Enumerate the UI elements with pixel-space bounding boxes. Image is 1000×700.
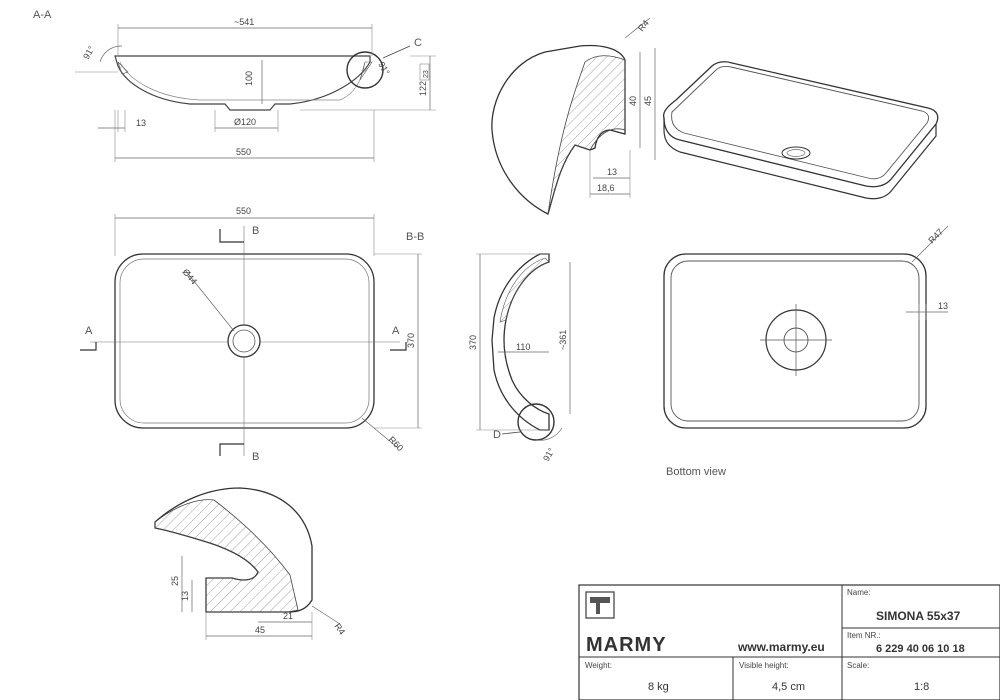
section-aa-label: A-A xyxy=(33,9,52,21)
cut-a-left: A xyxy=(85,325,93,337)
scale-value: 1:8 xyxy=(914,681,929,693)
item-value: 6 229 40 06 10 18 xyxy=(876,643,965,655)
detail-c-circle xyxy=(346,51,384,89)
dim-angle-91-right: 91° xyxy=(376,60,392,77)
visible-height-label: Visible height: xyxy=(739,661,789,670)
item-label: Item NR.: xyxy=(847,631,881,640)
dim-122: 122 xyxy=(418,81,428,96)
title-block: MARMY www.marmy.eu Name: SIMONA 55x37 It… xyxy=(578,584,1000,700)
detail-c-section xyxy=(547,55,626,215)
detail-c-label: C xyxy=(414,37,422,49)
section-aa-profile xyxy=(114,55,371,111)
dim-110: 110 xyxy=(516,342,530,352)
dim-541: ~541 xyxy=(234,17,254,27)
section-aa-view: A-A C ~541 100 122 23 91° 91° 13 xyxy=(33,9,436,162)
dim-40: 40 xyxy=(628,96,638,106)
dim-23: 23 xyxy=(423,70,430,78)
name-label: Name: xyxy=(847,588,871,597)
dim-45: 45 xyxy=(643,96,653,106)
dim-13-d: 13 xyxy=(180,591,190,601)
website: www.marmy.eu xyxy=(737,640,825,654)
detail-d-section xyxy=(154,499,299,613)
scale-label: Scale: xyxy=(847,661,869,670)
cut-a-right: A xyxy=(392,325,400,337)
visible-height-value: 4,5 cm xyxy=(772,681,805,693)
dim-13-aa: 13 xyxy=(136,118,146,128)
drain-3d xyxy=(781,146,811,160)
plan-view: 550 Ø44 B B A A 370 R60 xyxy=(80,206,422,463)
marmy-logo-icon xyxy=(585,591,615,619)
dim-r60: R60 xyxy=(387,434,406,453)
dim-angle-91-left: 91° xyxy=(81,44,97,61)
isometric-view xyxy=(662,61,939,200)
dim-370-plan: 370 xyxy=(406,333,416,348)
dim-r4-c: R4 xyxy=(636,18,651,33)
name-value: SIMONA 55x37 xyxy=(876,609,961,623)
detail-d-label: D xyxy=(493,429,501,441)
dim-d120: Ø120 xyxy=(234,117,256,127)
dim-r47: R47 xyxy=(926,227,945,246)
detail-c-view: 40 45 R4 13 18,6 xyxy=(491,17,656,215)
section-bb-label: B-B xyxy=(406,231,424,243)
bottom-view: R47 13 Bottom view xyxy=(663,225,949,478)
dim-25: 25 xyxy=(170,576,180,586)
dim-45-d: 45 xyxy=(255,625,265,635)
dim-100: 100 xyxy=(244,71,254,86)
dim-361: ~361 xyxy=(558,330,568,350)
bottom-view-label: Bottom view xyxy=(666,466,726,478)
detail-d-view: 25 13 21 45 R4 xyxy=(154,487,347,640)
dim-370-bb: 370 xyxy=(468,335,478,350)
dim-550-aa: 550 xyxy=(236,147,251,157)
dim-21: 21 xyxy=(283,611,293,621)
section-bb-view: B-B D 370 110 ~361 91° xyxy=(406,231,571,463)
dim-13-bottom: 13 xyxy=(938,301,948,311)
cut-b-bottom: B xyxy=(252,451,259,463)
weight-value: 8 kg xyxy=(648,681,669,693)
brand-name: MARMY xyxy=(586,634,667,656)
dim-18-6: 18,6 xyxy=(597,183,615,193)
weight-label: Weight: xyxy=(585,661,612,670)
dim-550-plan: 550 xyxy=(236,206,251,216)
cut-b-top: B xyxy=(252,225,259,237)
dim-r4-d: R4 xyxy=(332,621,347,636)
dim-13-c: 13 xyxy=(607,167,617,177)
dim-angle-91-bb: 91° xyxy=(541,446,557,463)
